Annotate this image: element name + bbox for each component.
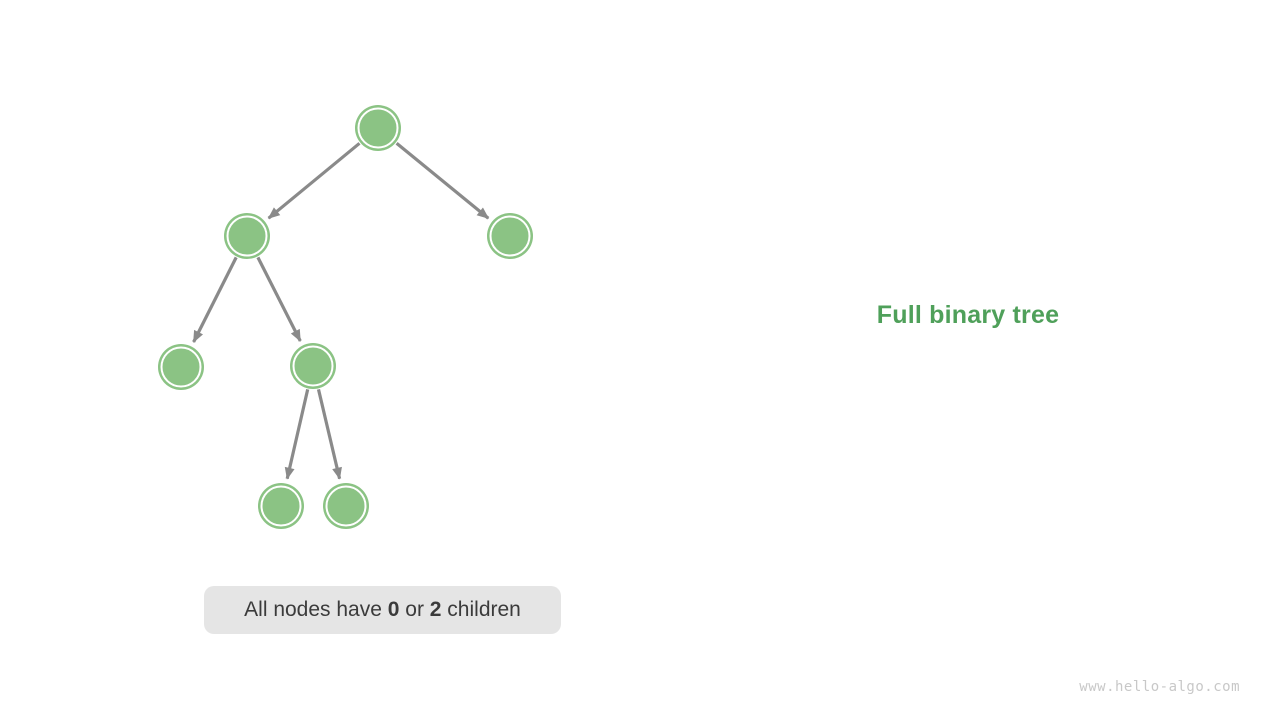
tree-node [258, 483, 304, 529]
watermark: www.hello-algo.com [1079, 679, 1240, 695]
tree-node-inner-ring [357, 107, 399, 149]
tree-edge [267, 142, 361, 220]
tree-node-disc [355, 105, 401, 151]
tree-node-inner-ring [160, 346, 202, 388]
tree-edge [284, 389, 310, 480]
tree-node [224, 213, 270, 259]
caption-badge: All nodes have 0 or 2 children [204, 586, 561, 634]
tree-edge [192, 256, 238, 343]
tree-node-inner-ring [292, 345, 334, 387]
caption-text-3: children [441, 598, 521, 621]
tree-node-disc [323, 483, 369, 529]
tree-node [323, 483, 369, 529]
tree-node [355, 105, 401, 151]
tree-node-disc [258, 483, 304, 529]
tree-edge [395, 141, 490, 220]
figure-title: Full binary tree [876, 301, 1060, 329]
caption-bold-zero: 0 [387, 598, 400, 621]
tree-node-disc [158, 344, 204, 390]
tree-node-inner-ring [325, 485, 367, 527]
caption-text-1: All nodes have [244, 598, 388, 621]
tree-node [158, 344, 204, 390]
tree-node-disc [224, 213, 270, 259]
tree-node-inner-ring [260, 485, 302, 527]
caption-text-2: or [399, 598, 430, 621]
tree-edge [256, 256, 302, 342]
tree-edge [316, 389, 342, 480]
tree-node-inner-ring [489, 215, 531, 257]
tree-node-inner-ring [226, 215, 268, 257]
tree-node-disc [487, 213, 533, 259]
tree-node-disc [290, 343, 336, 389]
caption-bold-two: 2 [429, 598, 442, 621]
tree-node [487, 213, 533, 259]
tree-node [290, 343, 336, 389]
